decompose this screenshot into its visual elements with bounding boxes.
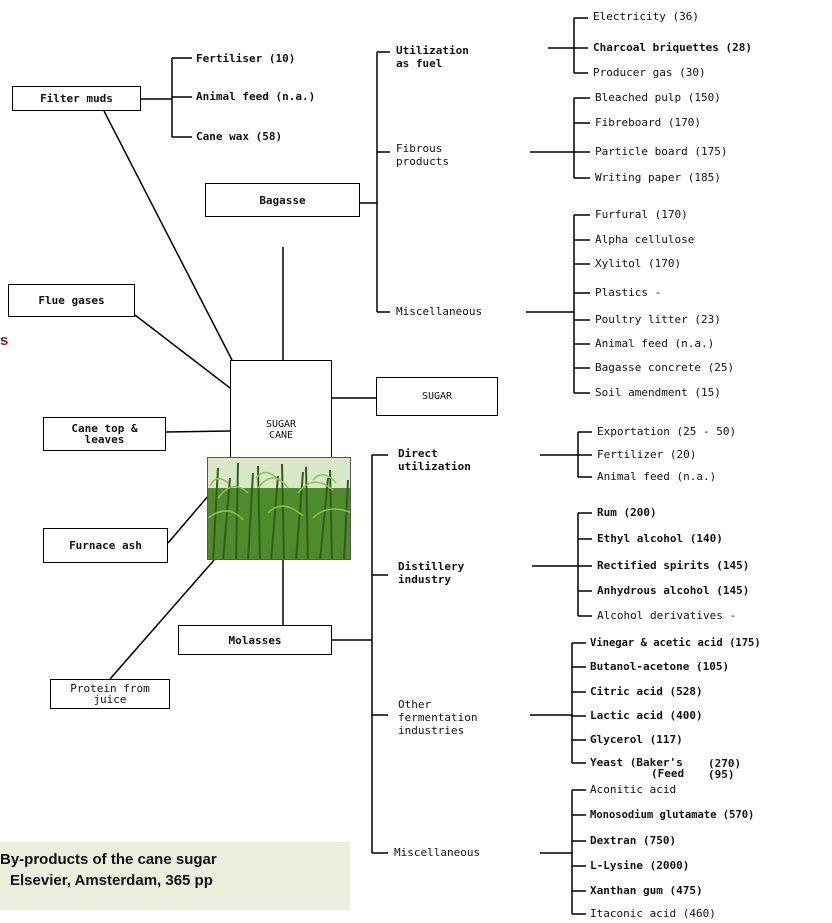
direct-label-1: Direct xyxy=(398,447,438,460)
flue-gases-box: Flue gases xyxy=(8,284,135,317)
fibrous-label-1: Fibrous xyxy=(396,142,443,155)
filter-muds-product: Fertiliser (10) xyxy=(196,52,296,65)
distillery-item: Rectified spirits (145) xyxy=(597,559,750,572)
distillery-label-1: Distillery xyxy=(398,560,465,573)
direct-item: Exportation (25 - 50) xyxy=(597,425,737,438)
molasses-misc-item: L-Lysine (2000) xyxy=(590,859,690,872)
bagasse-misc-label: Miscellaneous xyxy=(396,305,483,318)
fermentation-item: Butanol-acetone (105) xyxy=(590,660,730,673)
molasses-misc-label: Miscellaneous xyxy=(394,846,481,859)
sugar-cane-label-1: SUGAR xyxy=(265,419,297,430)
fibrous-item: Fibreboard (170) xyxy=(595,116,701,129)
caption-line-1: By-products of the cane sugar xyxy=(0,851,217,868)
molasses-label: Molasses xyxy=(228,633,282,647)
fibrous-item: Writing paper (185) xyxy=(595,171,721,184)
filter-muds-product: Cane wax (58) xyxy=(196,130,283,143)
fibrous-label-2: products xyxy=(396,155,449,168)
direct-label-2: utilization xyxy=(398,460,471,473)
molasses-misc-item: Xanthan gum (475) xyxy=(590,884,703,897)
bagasse-misc-item: Alpha cellulose xyxy=(595,233,695,246)
bagasse-misc-item: Animal feed (n.a.) xyxy=(595,337,715,350)
fermentation-item: Citric acid (528) xyxy=(590,685,703,698)
sugar-cane-label-2: CANE xyxy=(268,430,294,441)
bagasse-misc-item: Bagasse concrete (25) xyxy=(595,361,735,374)
cane-top-label-2: leaves xyxy=(84,433,125,446)
filter-muds-label: Filter muds xyxy=(40,92,113,105)
sugar-cane-photo xyxy=(207,457,351,560)
fermentation-item: Yeast (Baker's xyxy=(590,756,683,769)
bagasse-misc-item: Poultry litter (23) xyxy=(595,313,721,326)
distillery-item: Ethyl alcohol (140) xyxy=(597,532,723,545)
distillery-item: Rum (200) xyxy=(597,506,657,519)
filter-muds-box: Filter muds xyxy=(12,86,141,111)
bagasse-misc-item: Soil amendment (15) xyxy=(595,386,721,399)
molasses-misc-item: Monosodium glutamate (570) xyxy=(590,809,755,821)
direct-item: Fertilizer (20) xyxy=(597,448,697,461)
fermentation-label-1: Other xyxy=(398,698,432,711)
fuel-item: Electricity (36) xyxy=(593,10,699,23)
fuel-item: Producer gas (30) xyxy=(593,66,706,79)
bagasse-box: Bagasse xyxy=(205,183,360,217)
bagasse-misc-item: Furfural (170) xyxy=(595,208,688,221)
protein-label-2: juice xyxy=(93,693,127,706)
fibrous-item: Bleached pulp (150) xyxy=(595,91,721,104)
sugar-label: SUGAR xyxy=(421,391,453,402)
sugar-cane-photo-art xyxy=(208,458,350,559)
bagasse-label: Bagasse xyxy=(259,193,306,207)
fermentation-label-3: industries xyxy=(398,724,465,737)
yeast-value-1: (270) xyxy=(708,757,742,770)
fibrous-item: Particle board (175) xyxy=(595,145,728,158)
bagasse-misc-item: Xylitol (170) xyxy=(595,257,682,270)
filter-muds-product: Animal feed (n.a.) xyxy=(196,90,316,103)
caption-line-2: Elsevier, Amsterdam, 365 pp xyxy=(10,872,213,889)
fuel-label-2: as fuel xyxy=(396,57,443,70)
fuel-label-1: Utilization xyxy=(396,44,469,57)
molasses-misc-item: Itaconic acid (460) xyxy=(590,907,716,920)
molasses-misc-item: Aconitic acid xyxy=(590,783,677,796)
fermentation-label-2: fermentation xyxy=(398,711,478,724)
distillery-item: Alcohol derivatives - xyxy=(597,609,737,622)
sugar-box: SUGAR xyxy=(376,377,498,416)
distillery-label-2: industry xyxy=(398,573,451,586)
flue-gases-label: Flue gases xyxy=(38,294,105,307)
fermentation-item: Glycerol (117) xyxy=(590,733,683,746)
bagasse-misc-item: Plastics - xyxy=(595,286,662,299)
direct-item: Animal feed (n.a.) xyxy=(597,470,717,483)
distillery-item: Anhydrous alcohol (145) xyxy=(597,584,750,597)
cane-top-box: Cane top & leaves xyxy=(43,417,166,451)
protein-label-1: Protein from xyxy=(70,682,150,695)
furnace-ash-label: Furnace ash xyxy=(69,539,142,552)
caption-box: By-products of the cane sugar Elsevier, … xyxy=(0,842,350,910)
side-text-fragment: s xyxy=(0,332,9,349)
fermentation-item: Vinegar & acetic acid (175) xyxy=(590,637,761,649)
molasses-misc-item: Dextran (750) xyxy=(590,834,677,847)
fuel-item: Charcoal briquettes (28) xyxy=(593,41,752,54)
protein-box: Protein from juice xyxy=(50,679,170,709)
cane-top-label-1: Cane top & xyxy=(71,422,138,435)
fermentation-item: Lactic acid (400) xyxy=(590,709,703,722)
furnace-ash-box: Furnace ash xyxy=(43,528,168,563)
yeast-value-2: (95) xyxy=(708,768,735,781)
yeast-sub: (Feed xyxy=(651,767,685,780)
molasses-box: Molasses xyxy=(178,625,332,655)
